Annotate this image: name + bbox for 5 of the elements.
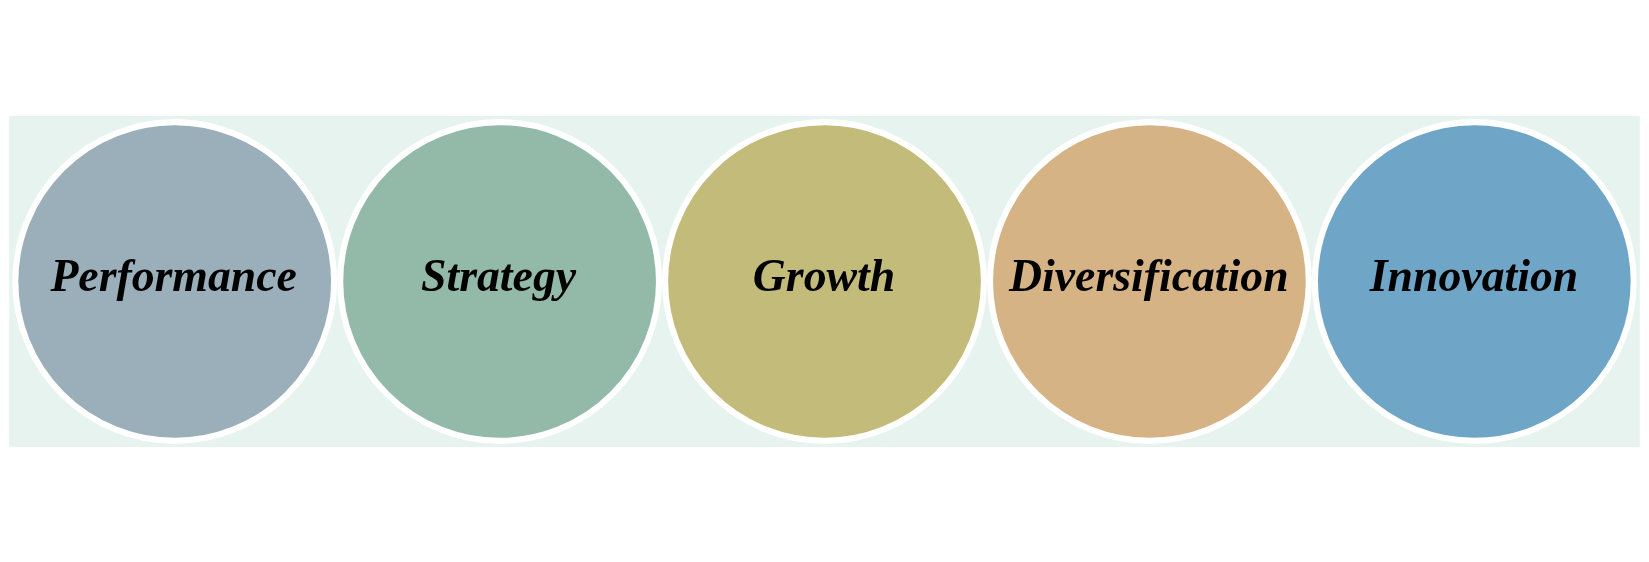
node-circle: Innovation <box>1311 118 1637 444</box>
node-circle: Performance <box>12 118 338 444</box>
node-circle: Diversification <box>986 118 1312 444</box>
node-circle: Growth <box>662 118 987 444</box>
node-circle: Strategy <box>337 118 663 444</box>
